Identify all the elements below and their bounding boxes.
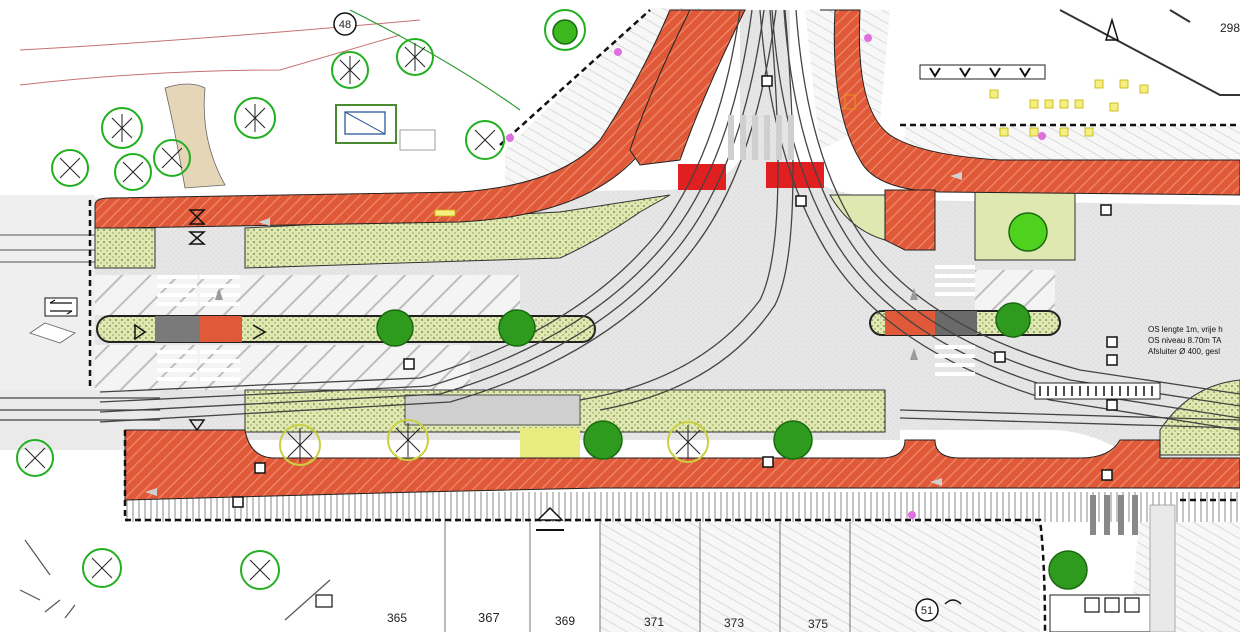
parcel-numbers: 365 367 369 371 373 375	[387, 610, 828, 631]
signal-symbols	[134, 17, 1120, 432]
tree	[16, 439, 54, 477]
tree-new	[995, 302, 1031, 338]
tree	[667, 421, 709, 463]
tree-new	[376, 309, 414, 347]
tree	[387, 419, 429, 461]
station-badge-48: 48	[333, 12, 357, 36]
tree-new	[498, 309, 536, 347]
tree	[101, 107, 143, 149]
tree	[396, 38, 434, 76]
svg-text:Afsluiter Ø 400, gesl: Afsluiter Ø 400, gesl	[1148, 347, 1220, 356]
tree	[240, 550, 280, 590]
tree	[279, 424, 321, 466]
parcel-number: 369	[555, 614, 575, 628]
pedestrian-crossings	[157, 115, 1138, 535]
tree	[234, 97, 276, 139]
yellow-markers	[434, 79, 1149, 217]
parcel-number: 373	[724, 616, 744, 630]
tree-new	[773, 420, 813, 460]
parcel-number: 365	[387, 611, 407, 625]
platform-stairs	[1049, 504, 1176, 632]
svg-text:OS niveau 8.70m TA: OS niveau 8.70m TA	[1148, 336, 1222, 345]
left-lane-sign	[29, 297, 78, 344]
cycle-lane-upper-left	[94, 9, 711, 229]
green-strips	[94, 189, 1240, 458]
cycle-lanes	[94, 9, 1240, 501]
tree-new	[1048, 550, 1088, 590]
plan-boundary	[88, 9, 1240, 632]
tree	[331, 51, 369, 89]
tree	[82, 548, 122, 588]
cabinet-symbol	[335, 104, 436, 151]
cycle-lane-upper-center	[629, 9, 746, 166]
parcel-number: 371	[644, 615, 664, 629]
cycle-lane-right-vertical	[884, 189, 936, 251]
upper-left-park	[19, 9, 521, 189]
parcel-number: 375	[808, 617, 828, 631]
tree	[465, 120, 505, 160]
misc-lines-bottom-left	[19, 539, 333, 621]
tree-branches	[24, 43, 701, 581]
svg-text:51: 51	[921, 605, 933, 617]
sidewalk-band-bottom	[125, 492, 1240, 522]
cycle-lane-lower	[124, 429, 1240, 501]
tree	[153, 139, 191, 177]
tree	[114, 153, 152, 191]
tree	[51, 149, 89, 187]
tree-new	[583, 420, 623, 460]
parcel-number: 367	[478, 610, 500, 625]
trees-outline	[16, 9, 709, 590]
bike-stands	[919, 64, 1161, 400]
lane-arrows	[145, 172, 962, 496]
tree-new	[552, 19, 578, 45]
tree	[544, 9, 586, 51]
bus-stop-symbol	[536, 506, 962, 605]
svg-text:48: 48	[339, 19, 351, 31]
lower-property-area	[444, 505, 1240, 632]
street-furniture	[232, 75, 1118, 508]
tree-new	[1008, 212, 1048, 252]
trees-solid	[376, 19, 1088, 590]
pink-markers	[506, 34, 1046, 519]
central-median	[96, 310, 1061, 343]
station-badge-51: 51	[915, 598, 939, 622]
technical-note: OS lengte 1m, vrije h OS niveau 8.70m TA…	[1148, 325, 1223, 356]
svg-text:OS lengte 1m, vrije h: OS lengte 1m, vrije h	[1148, 325, 1223, 334]
cycle-lane-upper-right	[820, 9, 1240, 196]
building-outline	[1059, 9, 1240, 96]
parcel-number-top-right: 298	[1220, 21, 1240, 35]
